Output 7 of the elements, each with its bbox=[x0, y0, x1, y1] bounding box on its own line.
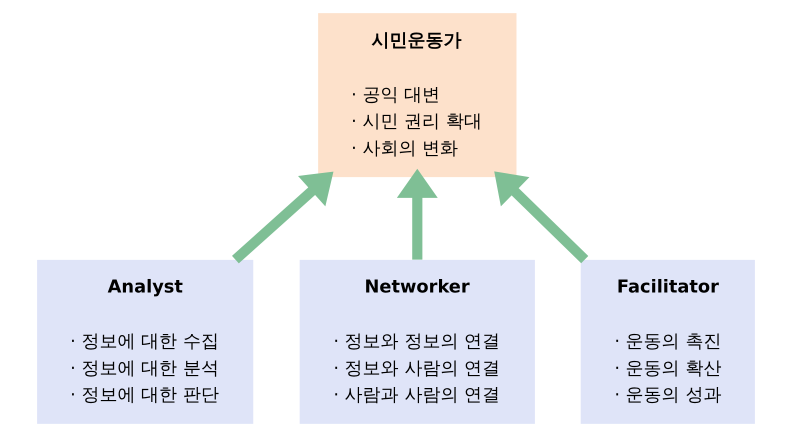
arrow bbox=[232, 172, 334, 264]
node-box: Analyst · 정보에 대한 수집 · 정보에 대한 분석 · 정보에 대한 판단 bbox=[37, 260, 254, 424]
node-box: 시민운동가 · 공익 대변 · 시민 권리 확대 · 사회의 변화 bbox=[318, 13, 516, 178]
arrow bbox=[396, 168, 438, 260]
node-box: Facilitator · 운동의 촉진 · 운동의 확산 · 운동의 성과 bbox=[580, 260, 755, 424]
arrow bbox=[494, 171, 588, 264]
node-box: Networker · 정보와 정보의 연결 · 정보와 사람의 연결 · 사람과 사람의 연결 bbox=[300, 260, 535, 424]
